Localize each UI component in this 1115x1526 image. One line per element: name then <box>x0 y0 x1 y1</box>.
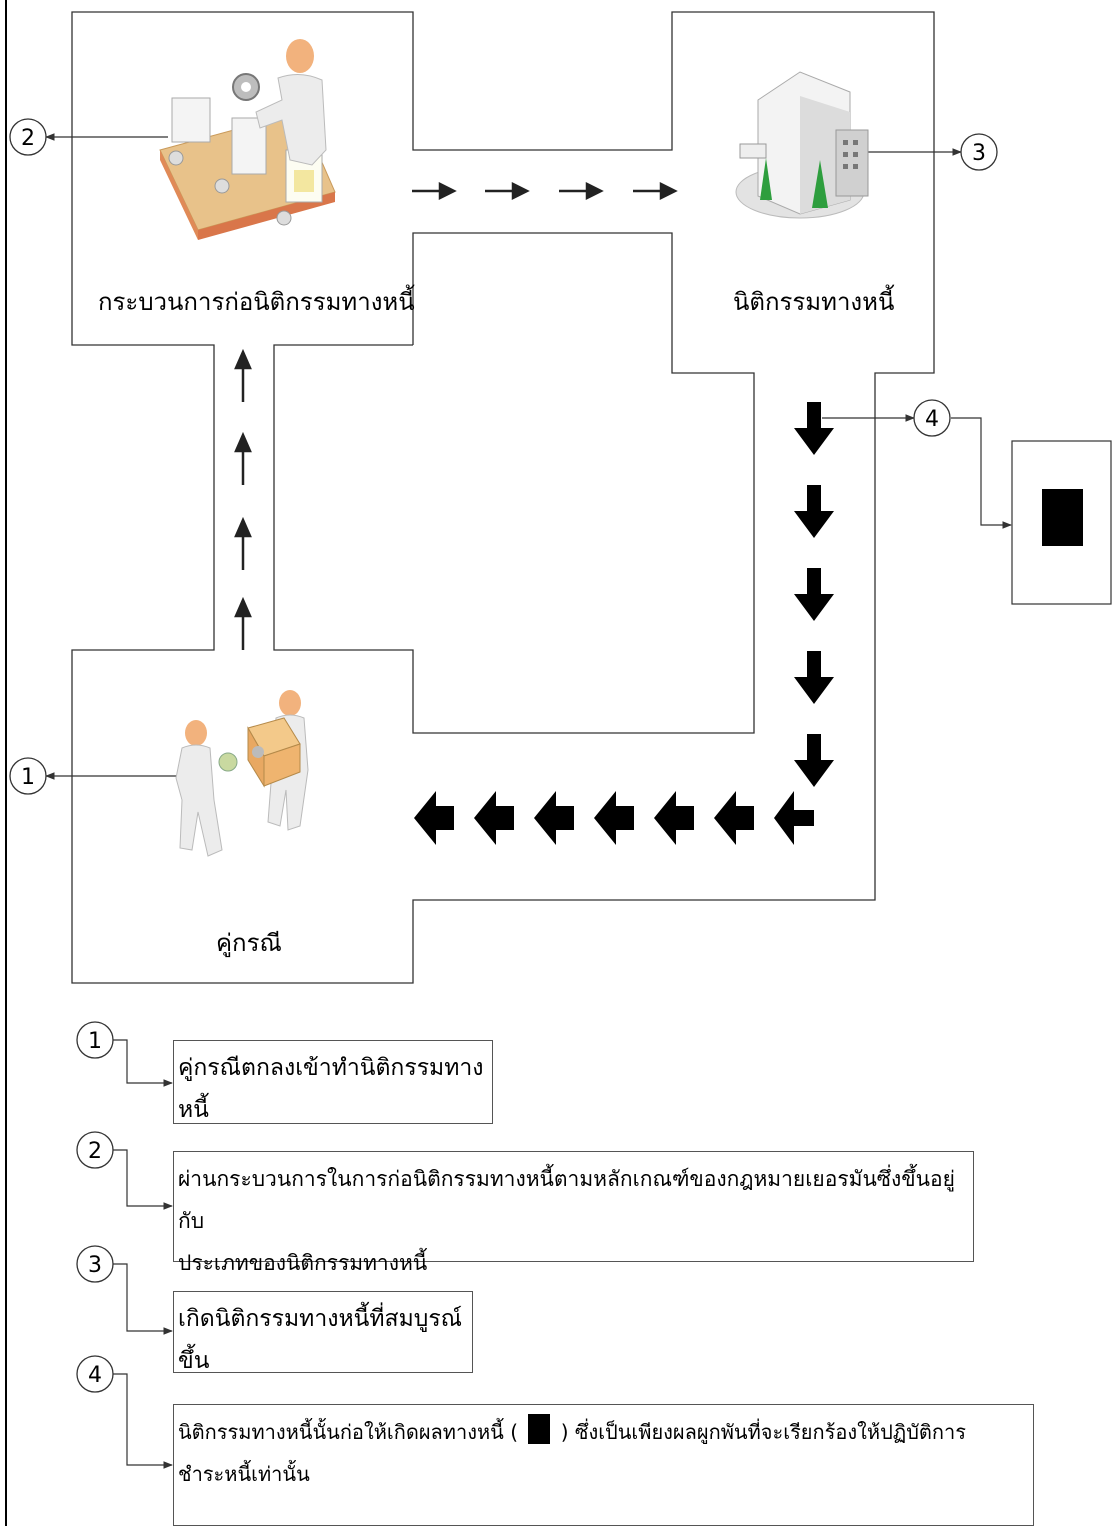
bold-arrows-down <box>794 402 834 787</box>
legend-marker-4: 4 <box>76 1355 114 1393</box>
process-path <box>71 11 935 984</box>
handover-people-icon <box>175 690 309 857</box>
marker-3: 3 <box>960 133 998 171</box>
node-label-process: กระบวนการก่อนิติกรรมทางหนี้ <box>98 288 415 316</box>
svg-text:4: 4 <box>925 407 939 432</box>
legend-note-4-text-before: นิติกรรมทางหนี้นั้นก่อให้เกิดผลทางหนี้ ( <box>178 1420 518 1444</box>
marker-connectors <box>45 133 1012 780</box>
legend-connectors <box>113 1039 173 1469</box>
black-block-icon <box>1042 489 1083 546</box>
legend-marker-2: 2 <box>76 1131 114 1169</box>
legend-note-4-text-after: ) ซึ่งเป็นเพียงผลผูกพันที่จะเรียกร้องให้… <box>560 1420 966 1444</box>
legend-note-3-line: เกิดนิติกรรมทางหนี้ที่สมบูรณ์ขึ้น <box>178 1306 463 1374</box>
inner-edge-top-left <box>273 232 755 734</box>
office-building-icon <box>735 71 869 219</box>
legend-note-4-line-1: นิติกรรมทางหนี้นั้นก่อให้เกิดผลทางหนี้ (… <box>178 1411 1033 1453</box>
legend-note-2-line-2: ประเภทของนิติกรรมทางหนี้ <box>178 1251 428 1275</box>
svg-text:1: 1 <box>21 765 35 790</box>
legend-note-1-line: คู่กรณีตกลงเข้าทำนิติกรรมทางหนี้ <box>178 1055 484 1123</box>
flow-arrows-up <box>234 348 252 650</box>
legend-note-4-line-2: ชำระหนี้เท่านั้น <box>178 1462 310 1486</box>
legend-marker-1: 1 <box>76 1021 114 1059</box>
svg-text:2: 2 <box>21 126 35 151</box>
legend-note-3: เกิดนิติกรรมทางหนี้ที่สมบูรณ์ขึ้น <box>173 1291 473 1374</box>
marker-2: 2 <box>9 118 47 156</box>
legend-note-2: ผ่านกระบวนการในการก่อนิติกรรมทางหนี้ตามห… <box>173 1151 974 1275</box>
marker-4: 4 <box>913 399 951 437</box>
svg-text:1: 1 <box>88 1029 102 1054</box>
marker-1: 1 <box>9 757 47 795</box>
svg-text:4: 4 <box>88 1363 102 1388</box>
legend-note-2-line-1: ผ่านกระบวนการในการก่อนิติกรรมทางหนี้ตามห… <box>178 1167 955 1233</box>
legend-note-1: คู่กรณีตกลงเข้าทำนิติกรรมทางหนี้ <box>173 1040 493 1124</box>
bold-arrows-left <box>414 791 814 845</box>
svg-text:3: 3 <box>972 141 986 166</box>
svg-text:2: 2 <box>88 1139 102 1164</box>
flow-arrows-right <box>412 181 678 201</box>
conveyor-worker-icon <box>159 39 336 240</box>
node-label-juristic-act: นิติกรรมทางหนี้ <box>733 288 895 316</box>
legend-note-4: นิติกรรมทางหนี้นั้นก่อให้เกิดผลทางหนี้ (… <box>173 1404 1034 1526</box>
legend-marker-3: 3 <box>76 1245 114 1283</box>
black-block-icon <box>528 1414 551 1444</box>
node-label-parties: คู่กรณี <box>216 929 282 957</box>
svg-text:3: 3 <box>88 1253 102 1278</box>
legend-canvas: 1 2 3 4 <box>76 1021 173 1469</box>
